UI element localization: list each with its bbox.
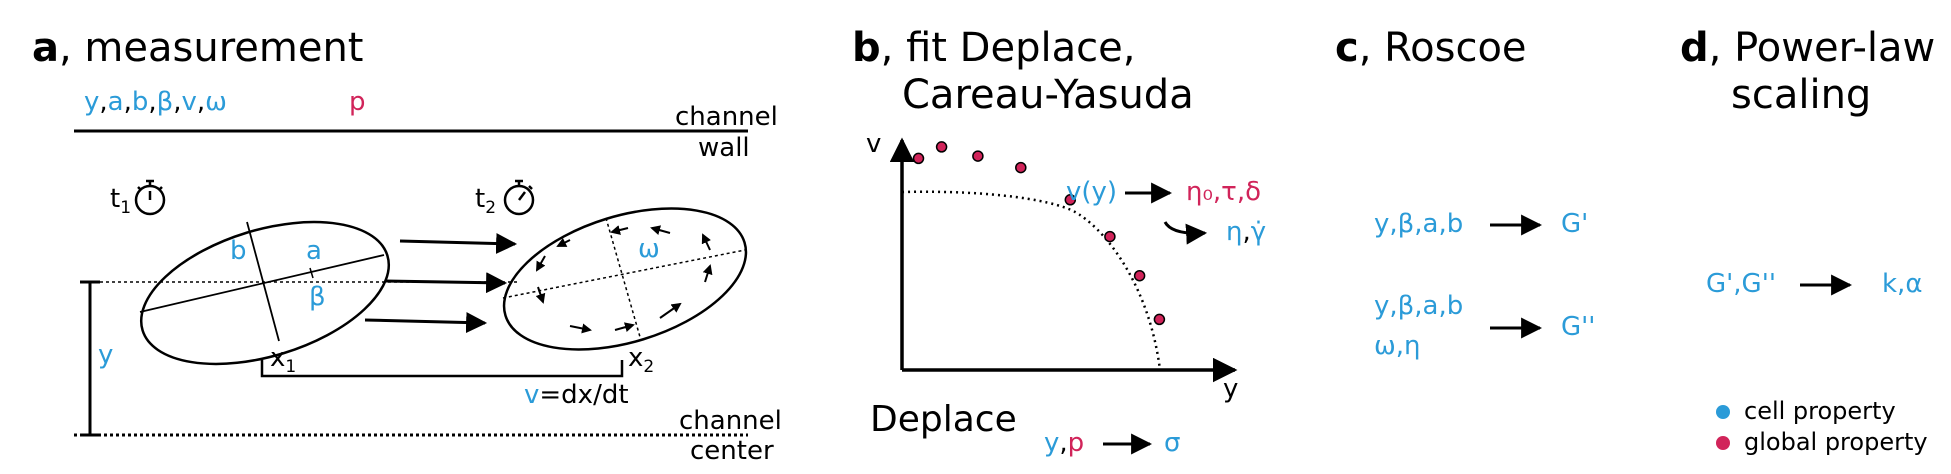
fit-output2-label: η,γ̇ [1226, 217, 1267, 247]
v-axis-label: v [866, 129, 882, 159]
x2-label: x2 [628, 343, 655, 378]
displacement-bracket [260, 360, 624, 378]
legend-global-label: global property [1744, 428, 1928, 456]
deplace-output-label: σ [1164, 428, 1181, 458]
rotation-arrows [535, 225, 713, 334]
fit-output-label: η₀,τ,δ [1186, 177, 1261, 207]
y-axis-label: y [1223, 374, 1239, 404]
minor-axis-b-label: b [230, 236, 247, 266]
fit-arrow-curved [1163, 221, 1208, 245]
stopwatch-icon [503, 179, 535, 216]
data-point [1153, 313, 1166, 326]
data-point [1104, 230, 1116, 243]
deplace-input-label: y,p [1044, 428, 1085, 458]
panel-b-title: b, fit Deplace, [852, 25, 1136, 71]
time-t1-label: t1 [110, 184, 132, 219]
power-law-input: G',G'' [1706, 269, 1777, 299]
roscoe-row2-input-2: ω,η [1374, 331, 1421, 361]
stopwatch-icon [134, 179, 166, 216]
data-points [912, 141, 1166, 326]
rotation-omega-label: ω [638, 234, 660, 264]
legend-cell-label: cell property [1744, 397, 1896, 425]
x1-label: x1 [270, 343, 297, 378]
y-position-label: y [98, 340, 114, 370]
motion-arrow-2 [384, 272, 508, 294]
wall-label-line2: wall [698, 133, 750, 163]
velocity-formula: v=dx/dt [524, 380, 629, 410]
center-label-line1: channel [679, 406, 782, 436]
panel-d-title-line2: scaling [1731, 72, 1872, 118]
panel-a-title: a, measurement [32, 25, 364, 71]
data-point [912, 152, 925, 165]
panel-b-title-line2: Careau-Yasuda [902, 72, 1194, 118]
panel-c-title: c, Roscoe [1335, 25, 1527, 71]
data-point [935, 141, 948, 153]
data-point [1133, 269, 1146, 282]
data-point [1064, 194, 1077, 206]
fit-input-label: v(y) [1066, 177, 1118, 207]
motion-arrow-3 [364, 312, 488, 334]
major-axis-a-label: a [306, 236, 322, 266]
angle-beta-label: β [309, 282, 326, 312]
roscoe-row1-input: y,β,a,b [1374, 209, 1464, 239]
legend-cell-dot [1716, 405, 1730, 419]
data-point [972, 150, 984, 162]
time-t2-label: t2 [475, 184, 497, 219]
power-law-output: k,α [1882, 269, 1923, 299]
motion-arrow-1 [399, 233, 518, 255]
cell-parameter-list: y,a,b,β,v,ω [84, 87, 227, 117]
center-label-line2: center [690, 436, 774, 466]
deplace-label: Deplace [870, 399, 1017, 440]
cell-ellipse-t2 [502, 207, 748, 351]
roscoe-row2-output: G'' [1561, 312, 1596, 342]
roscoe-row1-output: G' [1561, 209, 1589, 239]
wall-label-line1: channel [675, 102, 778, 132]
cell-ellipse-t1 [139, 220, 391, 366]
data-point [1015, 161, 1027, 174]
global-parameter-p: p [349, 87, 366, 117]
roscoe-row2-input-1: y,β,a,b [1374, 291, 1464, 321]
panel-d-title: d, Power-law [1680, 25, 1936, 71]
legend-global-dot [1716, 436, 1730, 450]
fit-curve [901, 190, 1162, 371]
